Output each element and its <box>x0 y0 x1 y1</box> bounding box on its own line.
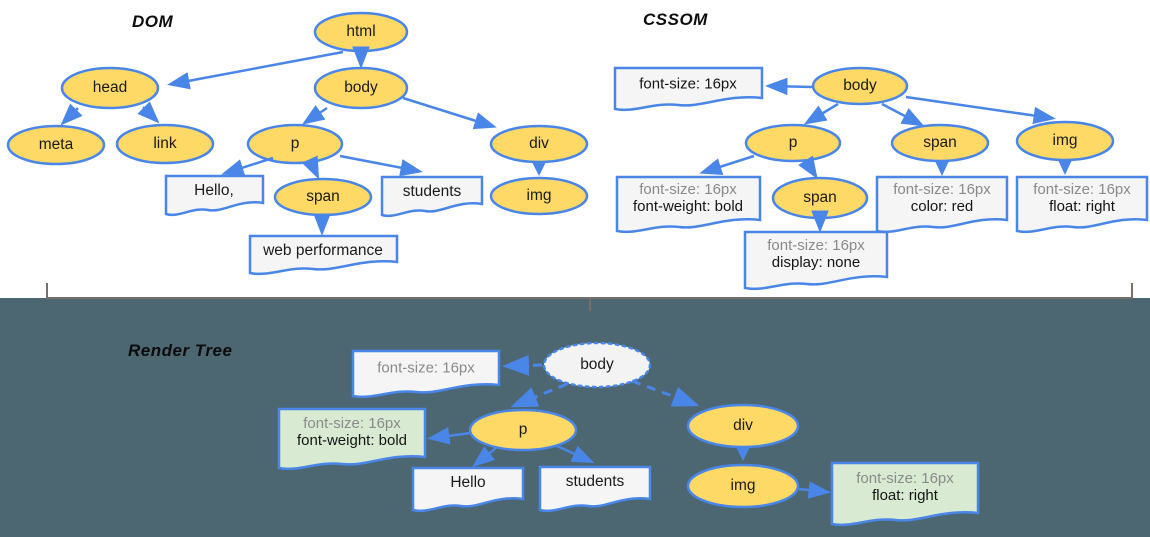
dom-webperf-note-shape <box>248 234 399 276</box>
cssom-span2-note-text: font-size: 16px display: none <box>767 237 865 271</box>
section-divider-line <box>46 283 1133 311</box>
render-img-label: img <box>730 477 756 494</box>
arrow-dom-p-to-students <box>339 154 423 177</box>
dom-meta-ellipse <box>6 124 106 166</box>
cssom-span2-note-shape <box>743 230 889 291</box>
dom-students-note-text: students <box>402 183 462 200</box>
cssom-body-ellipse <box>811 66 909 106</box>
cssom-img-label: img <box>1052 132 1078 149</box>
dom-meta-label: meta <box>38 136 74 153</box>
render-section-title: Render Tree <box>128 341 233 360</box>
arrow-cssom-body-to-note <box>765 77 813 96</box>
arrow-dom-html-to-head <box>167 50 344 90</box>
cssom-span2-label: span <box>803 189 837 206</box>
arrow-dom-p-to-hello <box>221 156 274 177</box>
dom-body-label: body <box>344 79 378 96</box>
dom-span-label: span <box>306 188 340 205</box>
dom-html-label: html <box>346 23 376 40</box>
arrow-render-body-to-p <box>510 382 568 408</box>
render-body-ellipse <box>542 341 652 389</box>
dom-head-label: head <box>92 79 128 96</box>
cssom-section-title: CSSOM <box>643 10 708 29</box>
arrow-render-body-to-note <box>502 354 543 376</box>
cssom-p-note-shape <box>615 175 762 234</box>
cssom-span-note-shape <box>875 175 1009 234</box>
arrow-cssom-body-to-img <box>905 95 1056 125</box>
render-img-ellipse <box>686 463 800 509</box>
render-p-note-text: font-size: 16px font-weight: bold <box>296 415 408 449</box>
render-p-label: p <box>518 421 528 438</box>
dom-div-label: div <box>529 135 549 152</box>
cssom-body-note-text: font-size: 16px <box>639 75 737 93</box>
dom-head-ellipse <box>60 66 160 110</box>
render-body-label: body <box>580 356 614 373</box>
dom-webperf-note-text: web performance <box>263 242 383 259</box>
render-students-note-shape <box>538 465 652 513</box>
dom-hello-note-text: Hello, <box>194 182 234 199</box>
arrow-render-body-to-div <box>631 379 700 407</box>
render-p-ellipse <box>468 408 578 452</box>
render-img-note-text: font-size: 16px float: right <box>856 470 954 504</box>
cssom-body-label: body <box>843 77 877 94</box>
dom-img-ellipse <box>489 176 589 216</box>
cssom-p-ellipse <box>744 123 842 163</box>
arrow-dom-head-to-meta <box>60 103 83 126</box>
dom-link-ellipse <box>115 123 215 165</box>
arrow-cssom-body-to-p <box>803 102 839 125</box>
arrow-cssom-img-to-note <box>1058 160 1072 175</box>
cssom-span-label: span <box>923 134 957 151</box>
dom-students-note-shape <box>380 175 484 218</box>
dom-section-title: DOM <box>132 12 174 31</box>
cssom-img-note-shape <box>1015 175 1149 234</box>
render-div-label: div <box>733 417 753 434</box>
render-students-note-text: students <box>565 473 625 490</box>
cssom-body-note-shape <box>613 66 764 112</box>
arrow-render-p-to-hello <box>472 446 497 468</box>
arrow-cssom-p-to-note <box>699 154 755 176</box>
arrow-render-p-to-students <box>556 444 595 464</box>
dom-img-label: img <box>526 187 552 204</box>
arrow-dom-head-to-link <box>137 101 160 124</box>
render-body-note-shape <box>351 349 501 399</box>
arrow-dom-body-to-p <box>301 105 328 125</box>
cssom-img-note-text: font-size: 16px float: right <box>1033 181 1131 215</box>
dom-p-label: p <box>290 135 300 152</box>
arrow-cssom-p-to-span2 <box>798 155 818 180</box>
arrow-render-div-to-img <box>736 447 750 461</box>
render-body-note-text: font-size: 16px <box>377 359 475 377</box>
arrow-render-p-to-note <box>427 427 472 445</box>
cssom-p-label: p <box>788 134 798 151</box>
dom-p-ellipse <box>246 123 344 165</box>
cssom-span-note-text: font-size: 16px color: red <box>893 181 991 215</box>
cssom-p-note-text: font-size: 16px font-weight: bold <box>632 181 744 215</box>
render-p-note-shape <box>277 407 427 471</box>
dom-link-label: link <box>153 135 177 152</box>
arrow-cssom-span-to-note <box>935 161 949 176</box>
arrow-dom-body-to-div <box>402 96 497 130</box>
render-hello-note-shape <box>411 466 525 513</box>
arrow-dom-p-to-span <box>301 155 320 180</box>
arrow-dom-div-to-img <box>532 162 546 176</box>
arrow-cssom-body-to-span <box>881 102 925 127</box>
arrow-render-img-to-note <box>798 481 831 499</box>
dom-hello-note-shape <box>164 174 265 217</box>
render-img-note-shape <box>830 461 980 527</box>
render-hello-note-text: Hello <box>450 474 486 491</box>
